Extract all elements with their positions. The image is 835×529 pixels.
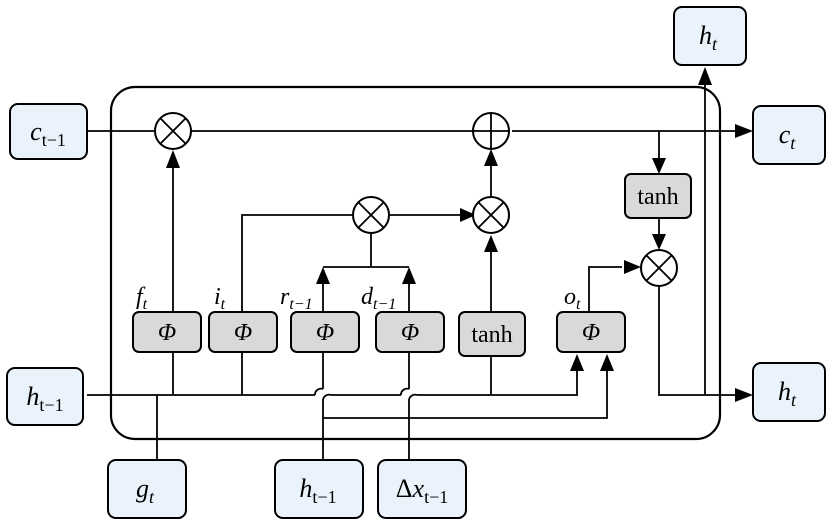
gate-candidate-symbol: tanh: [471, 322, 512, 348]
cell-boundary: [109, 85, 722, 441]
arrow-mulinput-to-add: [484, 149, 498, 166]
arrow-tanh-to-mulinput: [484, 235, 498, 252]
gate-r-symbol: Φ: [316, 320, 334, 346]
arrow-to-mulinput: [460, 208, 476, 222]
arrow-to-ht-right: [735, 388, 753, 402]
arrowheads: [166, 67, 753, 402]
wire-mulout-to-ht: [658, 286, 735, 396]
wire-it-to-mulrd: [241, 214, 353, 312]
arrow-d-up: [402, 267, 416, 284]
svg-text:ht: ht: [778, 377, 797, 410]
svg-text:ht: ht: [699, 21, 718, 54]
gate-input: Φ: [208, 311, 278, 353]
output-h-right: ht: [752, 362, 826, 422]
label-ot: ot: [564, 284, 581, 313]
arrow-to-ct: [735, 124, 753, 138]
arrow-r-up: [316, 267, 330, 284]
wire-hprev-hop-d: [400, 387, 418, 402]
arrow-cell-to-tanh: [652, 158, 666, 174]
output-c-t: ct: [752, 105, 826, 165]
gate-candidate-tanh: tanh: [458, 311, 526, 357]
gate-forget-symbol: Φ: [158, 320, 176, 346]
label-ft: ft: [136, 284, 148, 313]
output-h-top: ht: [673, 6, 747, 66]
gate-d: Φ: [375, 311, 445, 353]
wire-second-bus: [323, 371, 608, 419]
label-it: it: [214, 284, 226, 313]
svg-text:gt: gt: [136, 474, 155, 507]
arrow-bus-to-ot-b: [600, 354, 614, 371]
arrow-ft-to-mul: [166, 150, 180, 168]
arrow-tanh-to-mulout: [652, 234, 666, 250]
svg-text:ct: ct: [779, 120, 797, 153]
svg-text:ht−1: ht−1: [26, 382, 63, 415]
operator-add-cell: [472, 112, 510, 150]
operator-mul-forget: [154, 112, 192, 150]
wire-hprev-bus-c: [417, 371, 578, 396]
input-h-prev-bottom: ht−1: [274, 459, 364, 519]
gate-output-symbol: Φ: [582, 320, 600, 346]
svg-text:ht−1: ht−1: [299, 474, 336, 507]
gate-r: Φ: [290, 311, 360, 353]
gate-forget: Φ: [132, 311, 202, 353]
wire-ot-to-mulout: [588, 266, 622, 312]
wire-hprev-hop-r: [314, 387, 332, 402]
wires: [87, 85, 735, 460]
gate-output: Φ: [556, 311, 626, 353]
svg-text:ct−1: ct−1: [30, 117, 66, 150]
cell-tanh: tanh: [624, 173, 692, 219]
input-delta-x-prev: Δxt−1: [377, 459, 467, 519]
input-c-prev: ct−1: [9, 103, 88, 160]
cell-tanh-symbol: tanh: [637, 184, 678, 210]
operator-mul-rd: [352, 196, 390, 234]
input-g-t: gt: [107, 459, 187, 519]
svg-text:Δxt−1: Δxt−1: [396, 474, 448, 507]
gate-input-symbol: Φ: [234, 320, 252, 346]
label-r: rt−1: [280, 284, 313, 313]
gate-d-symbol: Φ: [401, 320, 419, 346]
operator-mul-output: [640, 249, 678, 287]
label-d: dt−1: [361, 284, 396, 313]
input-h-prev-left: ht−1: [6, 367, 84, 426]
arrow-to-ht-top: [698, 67, 712, 85]
arrow-ot-to-mulout: [624, 260, 641, 274]
operator-mul-input: [472, 196, 510, 234]
arrow-bus-to-ot-a: [570, 354, 584, 371]
